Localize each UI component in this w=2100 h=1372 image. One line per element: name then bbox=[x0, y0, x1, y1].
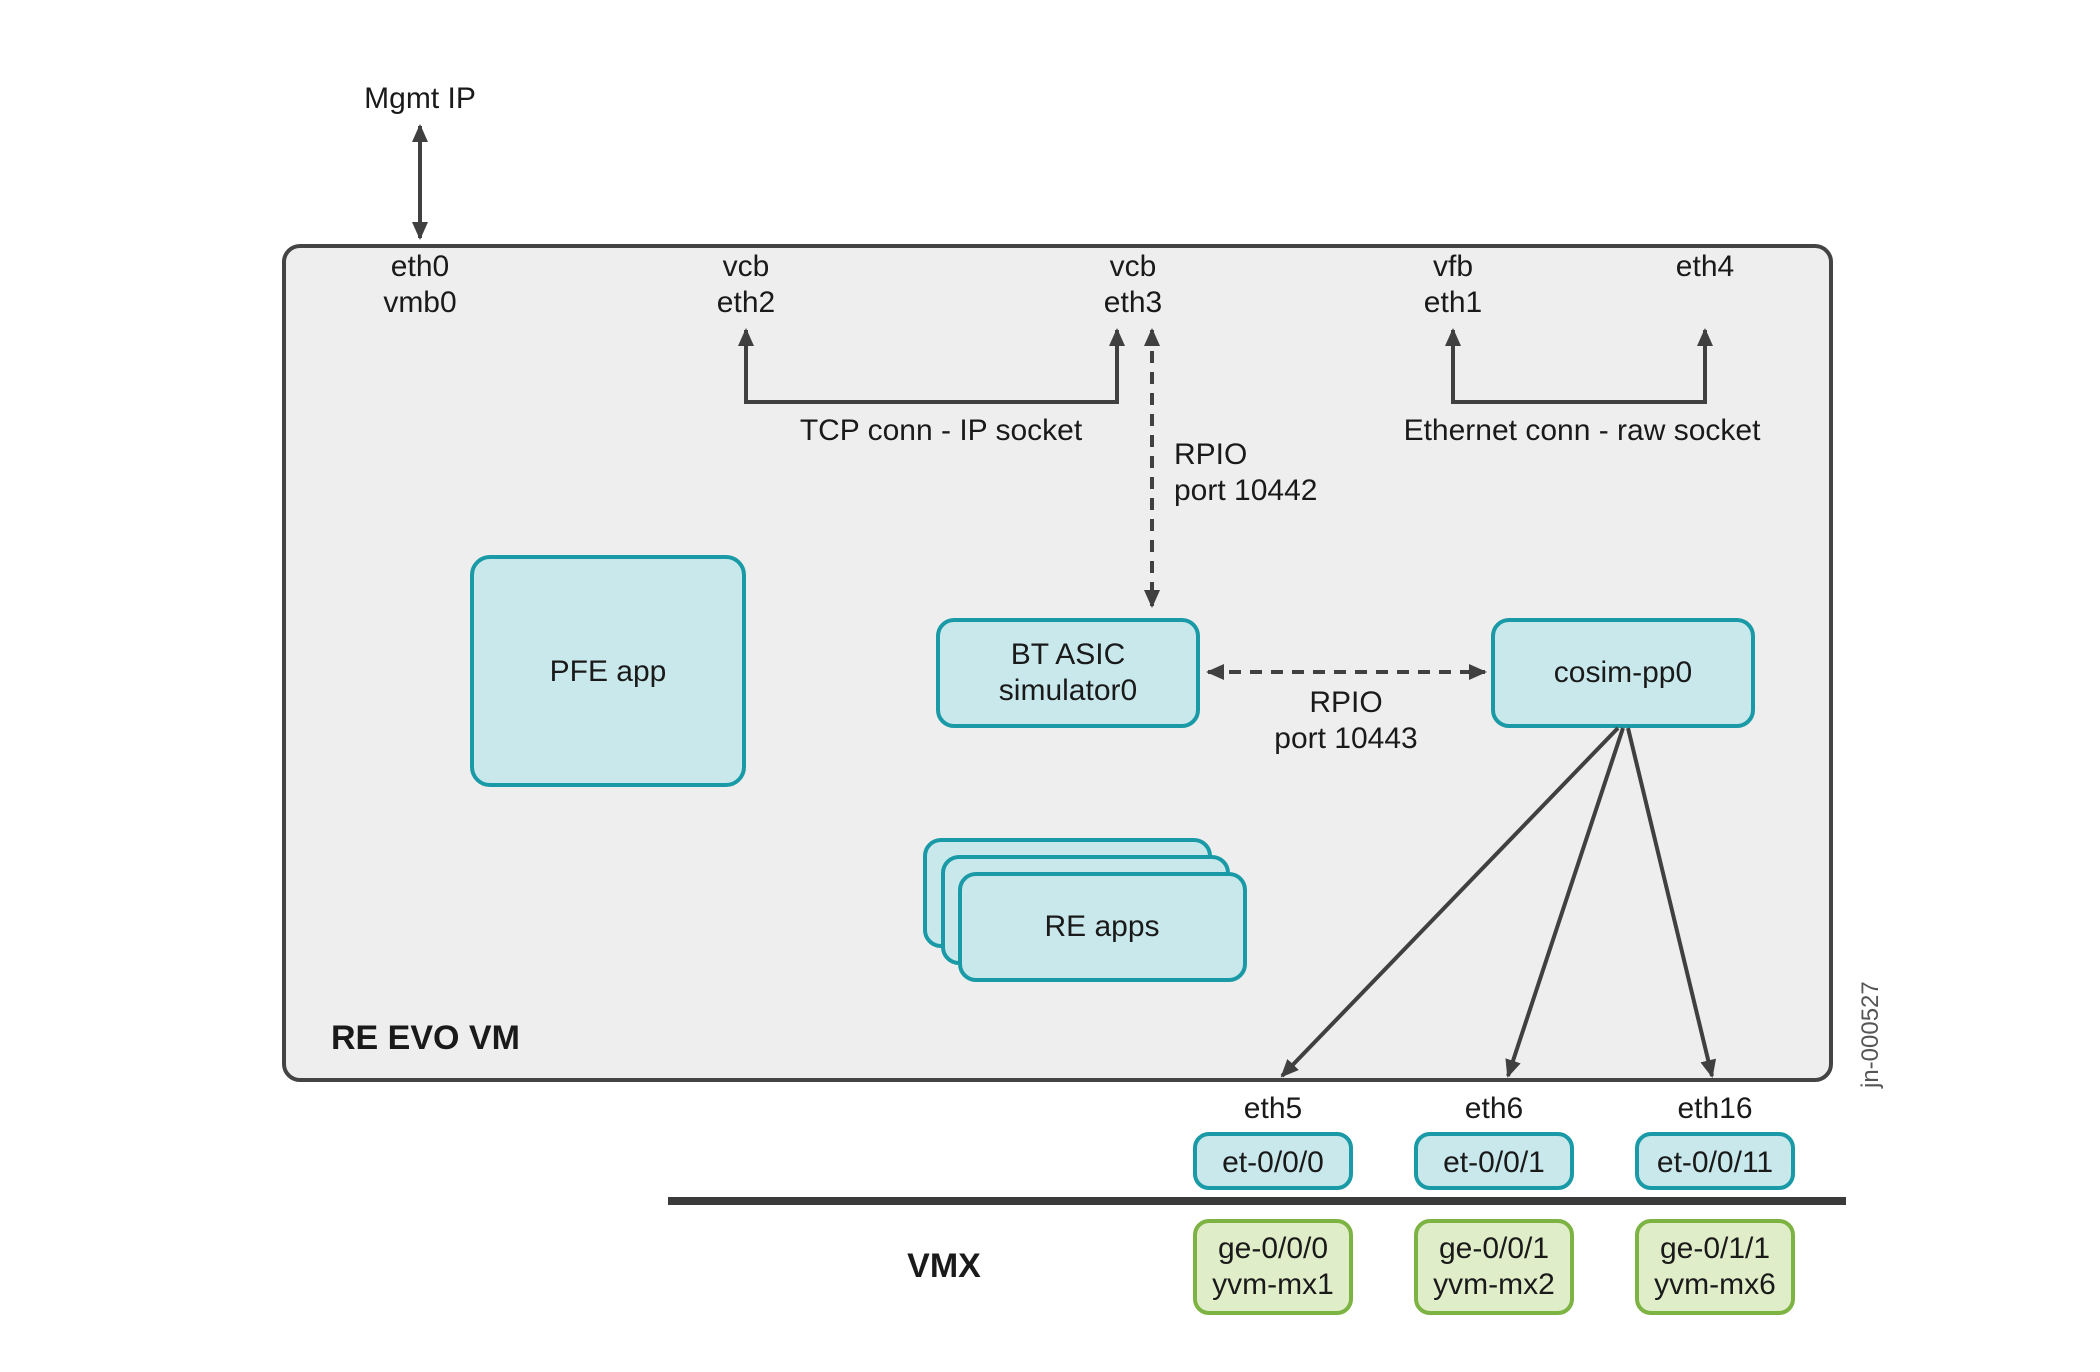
et-0-0-11-box: et-0/0/11 bbox=[1635, 1132, 1795, 1190]
rpio-10443-label: RPIO port 10443 bbox=[1274, 686, 1417, 755]
svg-text:et-0/0/0: et-0/0/0 bbox=[1222, 1146, 1324, 1179]
pfe-app-box: PFE app bbox=[470, 555, 746, 787]
ge-0-0-1-box: ge-0/0/1 yvm-mx2 bbox=[1414, 1219, 1574, 1315]
svg-text:vcb: vcb bbox=[723, 250, 770, 283]
svg-text:et-0/0/11: et-0/0/11 bbox=[1657, 1146, 1773, 1179]
mgmt-ip-label: Mgmt IP bbox=[364, 82, 476, 115]
svg-text:cosim-pp0: cosim-pp0 bbox=[1554, 656, 1692, 689]
port-eth2: vcb eth2 bbox=[717, 250, 775, 319]
svg-text:ge-0/1/1: ge-0/1/1 bbox=[1660, 1232, 1770, 1265]
svg-text:vfb: vfb bbox=[1433, 250, 1473, 283]
svg-text:RPIO: RPIO bbox=[1309, 686, 1382, 719]
tcp-connection-label: TCP conn - IP socket bbox=[800, 414, 1083, 447]
port-eth1: vfb eth1 bbox=[1424, 250, 1482, 319]
svg-text:yvm-mx2: yvm-mx2 bbox=[1433, 1268, 1555, 1301]
rpio-10442-label: RPIO port 10442 bbox=[1174, 438, 1317, 507]
svg-text:vmb0: vmb0 bbox=[383, 286, 456, 319]
cosim-to-eth16-arrow bbox=[1626, 727, 1717, 1078]
svg-text:BT ASIC: BT ASIC bbox=[1011, 638, 1126, 671]
svg-text:vcb: vcb bbox=[1110, 250, 1157, 283]
re-evo-vm-label: RE EVO VM bbox=[331, 1019, 520, 1057]
svg-text:ge-0/0/0: ge-0/0/0 bbox=[1218, 1232, 1328, 1265]
eth6-label: eth6 bbox=[1465, 1092, 1523, 1125]
ge-0-0-0-box: ge-0/0/0 yvm-mx1 bbox=[1193, 1219, 1353, 1315]
cosim-to-eth5-arrow bbox=[1280, 726, 1620, 1078]
eth16-label: eth16 bbox=[1677, 1092, 1752, 1125]
svg-text:yvm-mx1: yvm-mx1 bbox=[1212, 1268, 1334, 1301]
eth5-label: eth5 bbox=[1244, 1092, 1302, 1125]
bt-asic-simulator-box: BT ASIC simulator0 bbox=[936, 618, 1200, 728]
svg-text:eth2: eth2 bbox=[717, 286, 775, 319]
svg-text:yvm-mx6: yvm-mx6 bbox=[1654, 1268, 1776, 1301]
svg-text:RPIO: RPIO bbox=[1174, 438, 1247, 471]
svg-text:eth1: eth1 bbox=[1424, 286, 1482, 319]
et-0-0-1-box: et-0/0/1 bbox=[1414, 1132, 1574, 1190]
svg-text:PFE app: PFE app bbox=[550, 655, 667, 688]
port-eth4: eth4 bbox=[1676, 250, 1734, 283]
ethernet-connection-label: Ethernet conn - raw socket bbox=[1404, 414, 1762, 447]
svg-text:port 10442: port 10442 bbox=[1174, 474, 1317, 507]
svg-text:simulator0: simulator0 bbox=[999, 674, 1137, 707]
re-apps-stack: RE apps bbox=[923, 838, 1247, 982]
svg-text:port 10443: port 10443 bbox=[1274, 722, 1417, 755]
svg-text:eth0: eth0 bbox=[391, 250, 449, 283]
figure-id: jn-000527 bbox=[1857, 981, 1884, 1089]
svg-text:eth3: eth3 bbox=[1104, 286, 1162, 319]
cosim-to-eth6-arrow bbox=[1505, 727, 1625, 1078]
svg-text:eth4: eth4 bbox=[1676, 250, 1734, 283]
port-eth0: eth0 vmb0 bbox=[383, 250, 456, 319]
ge-0-1-1-box: ge-0/1/1 yvm-mx6 bbox=[1635, 1219, 1795, 1315]
vmx-label: VMX bbox=[907, 1247, 981, 1285]
ethernet-connection-line bbox=[1445, 328, 1713, 404]
svg-text:RE apps: RE apps bbox=[1044, 910, 1159, 943]
cosim-pp0-box: cosim-pp0 bbox=[1491, 618, 1755, 728]
svg-text:ge-0/0/1: ge-0/0/1 bbox=[1439, 1232, 1549, 1265]
svg-text:et-0/0/1: et-0/0/1 bbox=[1443, 1146, 1545, 1179]
port-eth3: vcb eth3 bbox=[1104, 250, 1162, 319]
tcp-connection-line bbox=[738, 328, 1125, 404]
et-0-0-0-box: et-0/0/0 bbox=[1193, 1132, 1353, 1190]
